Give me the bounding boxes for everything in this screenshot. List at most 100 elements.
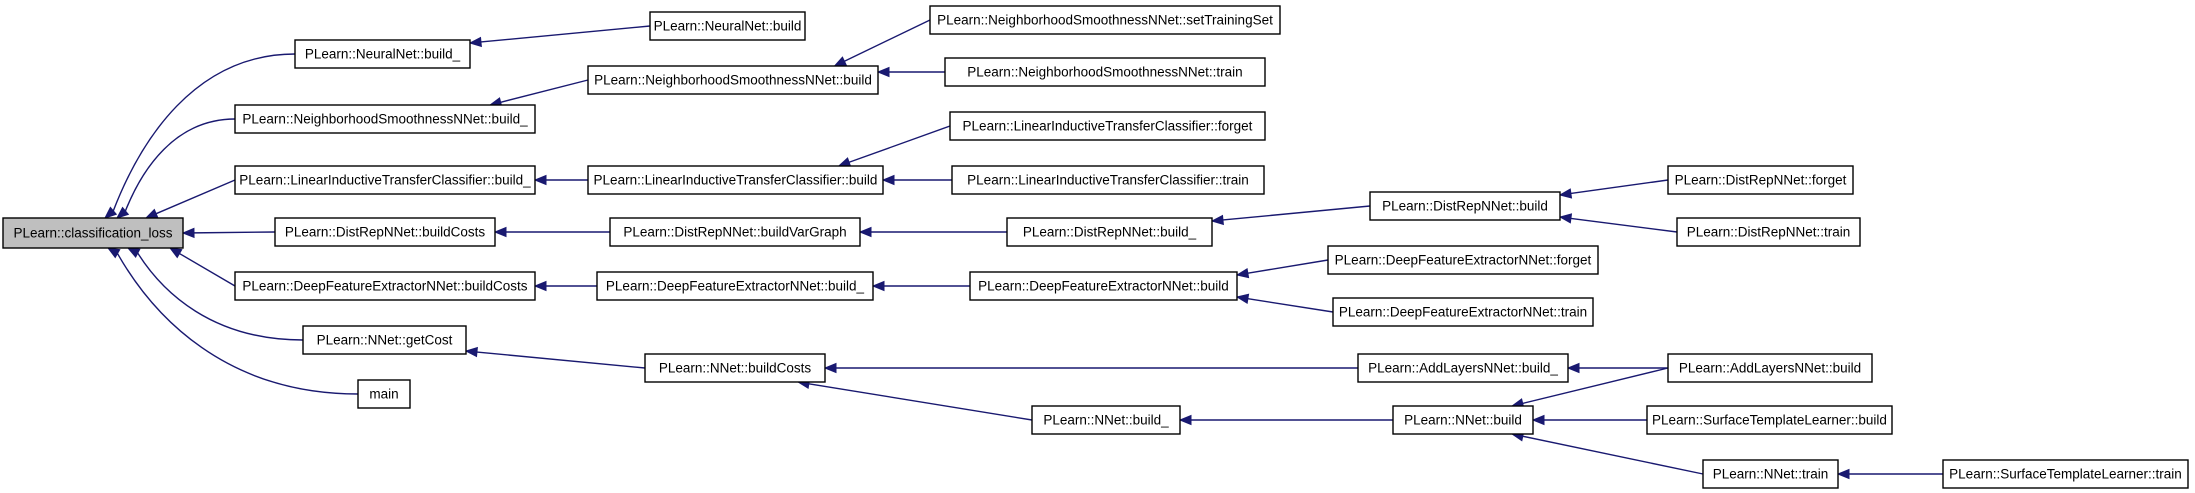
edge-nn-build--to-root (112, 53, 296, 212)
node-al-build-[interactable]: PLearn::AddLayersNNet::build_ (1357, 353, 1569, 383)
node-label: PLearn::LinearInductiveTransferClassifie… (963, 119, 1253, 134)
node-df-costs[interactable]: PLearn::DeepFeatureExtractorNNet::buildC… (234, 271, 536, 301)
node-box (1702, 459, 1839, 489)
edge-ns-set-to-ns-build (844, 19, 931, 62)
edge-df-train-to-df-build (1247, 298, 1334, 313)
node-ns-build[interactable]: PLearn::NeighborhoodSmoothnessNNet::buil… (587, 65, 879, 95)
node-nnet-getcost[interactable]: PLearn::NNet::getCost (302, 325, 467, 355)
node-label: PLearn::classification_loss (13, 226, 172, 241)
arrowhead (876, 66, 890, 78)
arrowhead (126, 247, 141, 258)
node-ns-set[interactable]: PLearn::NeighborhoodSmoothnessNNet::setT… (929, 5, 1281, 35)
node-box (294, 39, 471, 69)
node-label: PLearn::NNet::getCost (317, 333, 453, 348)
edge-ns-build-to-ns-build- (500, 79, 589, 103)
node-box (2, 217, 184, 249)
node-box (587, 65, 879, 95)
node-dr-build[interactable]: PLearn::DistRepNNet::build (1369, 191, 1561, 221)
node-dr-train[interactable]: PLearn::DistRepNNet::train (1676, 217, 1861, 247)
node-label: PLearn::DeepFeatureExtractorNNet::buildC… (242, 279, 527, 294)
edge-nnet-train-to-nnet-build (1522, 435, 1704, 475)
node-dr-costs[interactable]: PLearn::DistRepNNet::buildCosts (274, 217, 496, 247)
node-label: PLearn::NeuralNet::build_ (305, 47, 461, 62)
arrowhead (168, 247, 183, 259)
node-li-build[interactable]: PLearn::LinearInductiveTransferClassifie… (587, 165, 884, 195)
edge-li-build--to-root (155, 179, 236, 215)
node-label: PLearn::DistRepNNet::build_ (1023, 225, 1197, 240)
node-root[interactable]: PLearn::classification_loss (2, 217, 184, 249)
node-box (944, 57, 1266, 87)
arrowhead (468, 36, 482, 48)
node-dr-var[interactable]: PLearn::DistRepNNet::buildVarGraph (609, 217, 861, 247)
node-df-build[interactable]: PLearn::DeepFeatureExtractorNNet::build (969, 271, 1238, 301)
node-li-build-[interactable]: PLearn::LinearInductiveTransferClassifie… (234, 165, 536, 195)
arrowhead (106, 247, 121, 259)
arrowhead (181, 227, 195, 239)
node-label: PLearn::DeepFeatureExtractorNNet::forget (1335, 253, 1592, 268)
node-nnet-train[interactable]: PLearn::NNet::train (1702, 459, 1839, 489)
edge-ns-build--to-root (124, 118, 236, 212)
node-box (609, 217, 861, 247)
node-box (1392, 405, 1534, 435)
node-nnet-build-[interactable]: PLearn::NNet::build_ (1031, 405, 1181, 435)
node-label: PLearn::NeuralNet::build (654, 19, 802, 34)
node-box (1646, 405, 1893, 435)
node-box (1942, 459, 2189, 489)
node-df-train[interactable]: PLearn::DeepFeatureExtractorNNet::train (1332, 297, 1594, 327)
node-box (1676, 217, 1861, 247)
node-st-build[interactable]: PLearn::SurfaceTemplateLearner::build (1646, 405, 1893, 435)
node-box (1667, 165, 1854, 195)
arrowhead (533, 174, 547, 186)
edge-al-build-to-nnet-build (1522, 367, 1669, 405)
arrowhead (858, 226, 872, 238)
node-box (1332, 297, 1594, 327)
node-box (302, 325, 467, 355)
edge-nnet-build--to-nnet-costs (808, 383, 1033, 421)
node-li-train[interactable]: PLearn::LinearInductiveTransferClassifie… (951, 165, 1265, 195)
node-box (644, 353, 826, 383)
arrowhead (1836, 468, 1850, 480)
arrowhead (1178, 414, 1192, 426)
node-box (587, 165, 884, 195)
arrowhead (1558, 213, 1573, 224)
node-df-build-[interactable]: PLearn::DeepFeatureExtractorNNet::build_ (596, 271, 874, 301)
node-box (929, 5, 1281, 35)
node-nnet-costs[interactable]: PLearn::NNet::buildCosts (644, 353, 826, 383)
node-al-build[interactable]: PLearn::AddLayersNNet::build (1667, 353, 1873, 383)
arrowhead (871, 280, 885, 292)
node-ns-build-[interactable]: PLearn::NeighborhoodSmoothnessNNet::buil… (234, 104, 536, 134)
node-label: PLearn::LinearInductiveTransferClassifie… (967, 173, 1249, 188)
node-label: PLearn::LinearInductiveTransferClassifie… (239, 173, 531, 188)
edge-nn-build-to-nn-build- (480, 25, 651, 43)
node-dr-forget[interactable]: PLearn::DistRepNNet::forget (1667, 165, 1854, 195)
node-box (1031, 405, 1181, 435)
node-label: PLearn::NNet::build_ (1043, 413, 1169, 428)
arrowhead (464, 346, 478, 358)
edge-nnet-getcost-to-root (137, 252, 304, 341)
node-nnet-build[interactable]: PLearn::NNet::build (1392, 405, 1534, 435)
node-ns-train[interactable]: PLearn::NeighborhoodSmoothnessNNet::trai… (944, 57, 1266, 87)
node-label: PLearn::DistRepNNet::train (1687, 225, 1851, 240)
node-label: PLearn::AddLayersNNet::build (1679, 361, 1861, 376)
node-label: PLearn::NeighborhoodSmoothnessNNet::trai… (967, 65, 1242, 80)
node-df-forget[interactable]: PLearn::DeepFeatureExtractorNNet::forget (1327, 245, 1599, 275)
edge-df-costs-to-root (179, 252, 236, 287)
edge-dr-train-to-dr-build (1570, 217, 1678, 233)
node-nn-build-[interactable]: PLearn::NeuralNet::build_ (294, 39, 471, 69)
node-main[interactable]: main (357, 379, 411, 409)
node-label: PLearn::NNet::train (1713, 467, 1829, 482)
arrowhead (1558, 188, 1573, 199)
node-box (234, 165, 536, 195)
node-box (234, 271, 536, 301)
node-dr-build-[interactable]: PLearn::DistRepNNet::build_ (1006, 217, 1213, 247)
node-box (949, 111, 1266, 141)
node-box (234, 104, 536, 134)
node-st-train[interactable]: PLearn::SurfaceTemplateLearner::train (1942, 459, 2189, 489)
node-label: PLearn::DistRepNNet::buildCosts (285, 225, 486, 240)
node-li-forget[interactable]: PLearn::LinearInductiveTransferClassifie… (949, 111, 1266, 141)
node-nn-build[interactable]: PLearn::NeuralNet::build (649, 11, 806, 41)
node-box (274, 217, 496, 247)
node-label: PLearn::NNet::build (1404, 413, 1522, 428)
node-label: PLearn::SurfaceTemplateLearner::train (1949, 467, 2182, 482)
node-box (1327, 245, 1599, 275)
